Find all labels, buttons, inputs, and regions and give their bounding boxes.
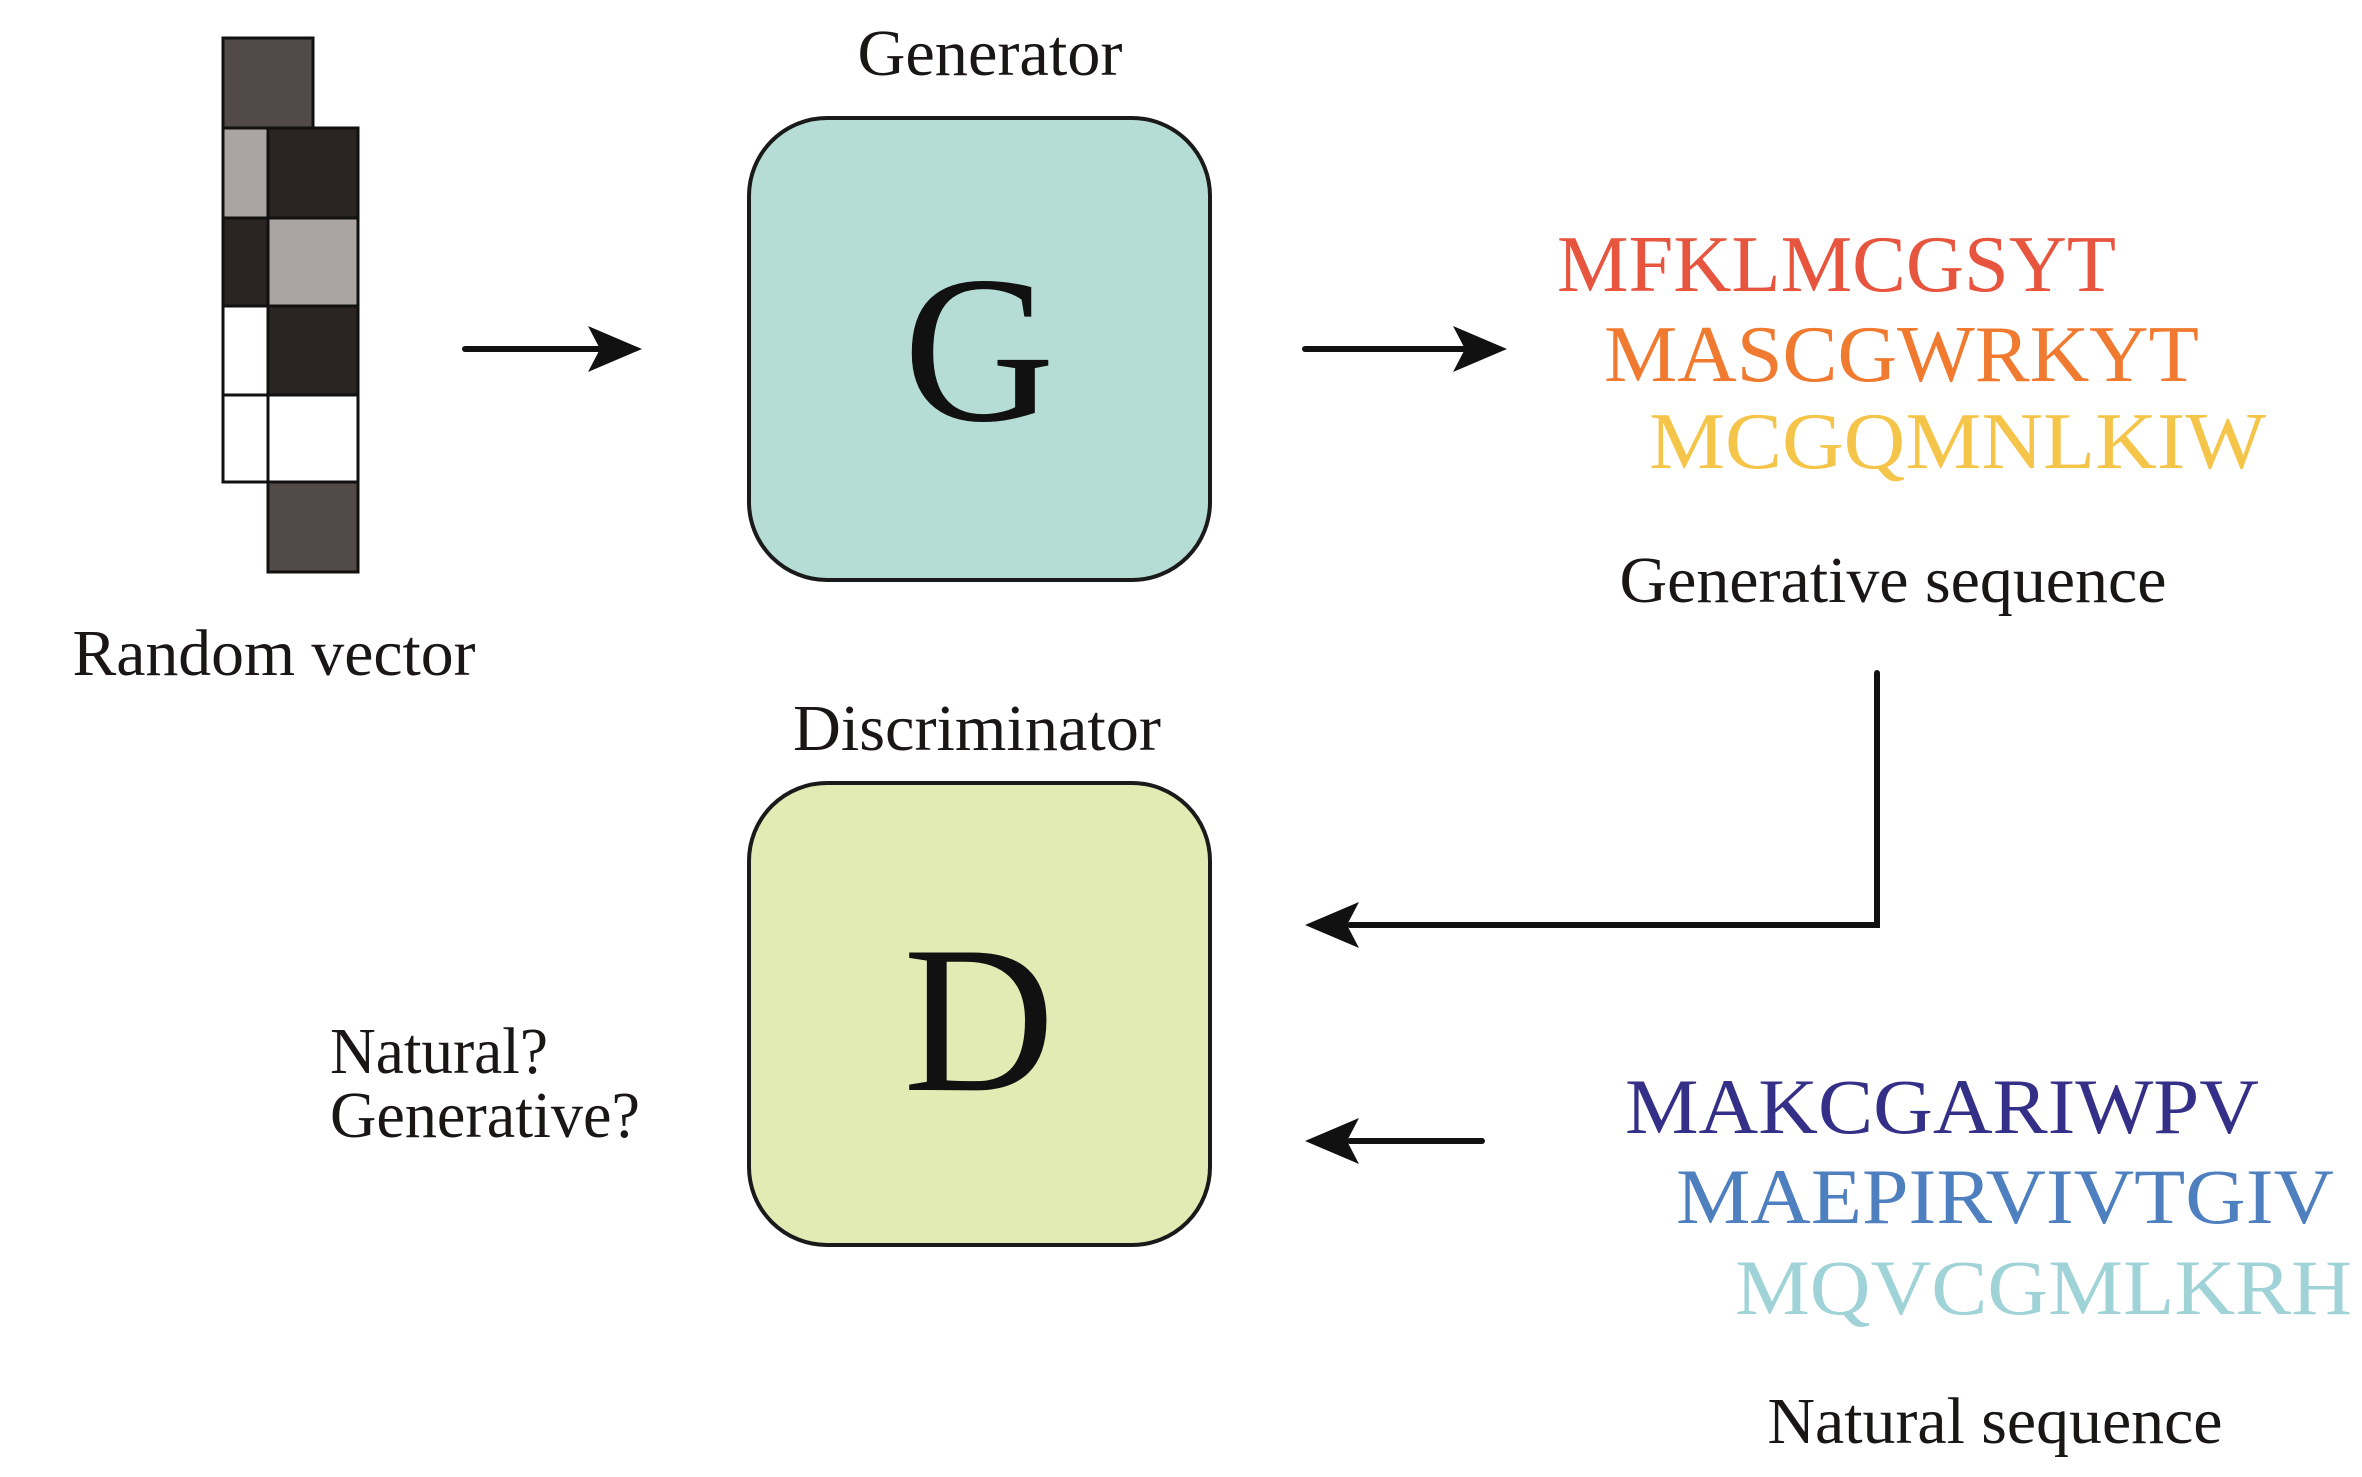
arrowhead-left-icon [1305,1118,1359,1164]
arrow-natural-to-discriminator [1305,1118,1485,1164]
generative-sequence-2: MASCGWRKYT [1604,311,2199,399]
discriminator-title: Discriminator [793,692,1161,765]
random-vector-label: Random vector [73,617,476,690]
arrowhead-left-icon [1305,902,1359,948]
arrow-vector-to-generator [462,326,642,372]
discriminator-box [747,781,1212,1247]
generator-letter: G [903,234,1055,466]
question-generative: Generative? [330,1079,640,1152]
arrowhead-right-icon [588,326,642,372]
vector-cell [221,393,270,484]
question-natural: Natural? [330,1015,548,1088]
vector-cell [266,216,360,308]
random-vector [221,36,360,574]
generative-sequences: MFKLMCGSYT MASCGWRKYT MCGQMNLKIW [1557,221,2267,486]
generator-box [747,116,1212,582]
generator-title: Generator [858,17,1123,90]
vector-cell [266,393,360,484]
arrow-sequences-to-discriminator [1305,670,1880,948]
natural-sequence-1: MAKCGARIWPV [1625,1063,2259,1150]
vector-cell [266,126,360,220]
vector-cell [221,36,315,130]
natural-sequence-3: MQVCGMLKRH [1735,1244,2352,1331]
generative-sequence-3: MCGQMNLKIW [1649,398,2267,486]
vector-cell [221,216,270,308]
generative-sequence-1: MFKLMCGSYT [1557,221,2116,309]
discriminator-letter: D [903,904,1055,1136]
generative-sequence-label: Generative sequence [1620,544,2167,617]
arrow-generator-to-sequences [1302,326,1507,372]
natural-sequences: MAKCGARIWPV MAEPIRVIVTGIV MQVCGMLKRH [1625,1063,2352,1331]
natural-sequence-label: Natural sequence [1768,1385,2223,1458]
vector-cell [221,126,270,220]
vector-cell [221,304,270,397]
arrowhead-right-icon [1453,326,1507,372]
natural-sequence-2: MAEPIRVIVTGIV [1676,1153,2334,1240]
vector-cell [266,304,360,397]
vector-cell [266,480,360,574]
